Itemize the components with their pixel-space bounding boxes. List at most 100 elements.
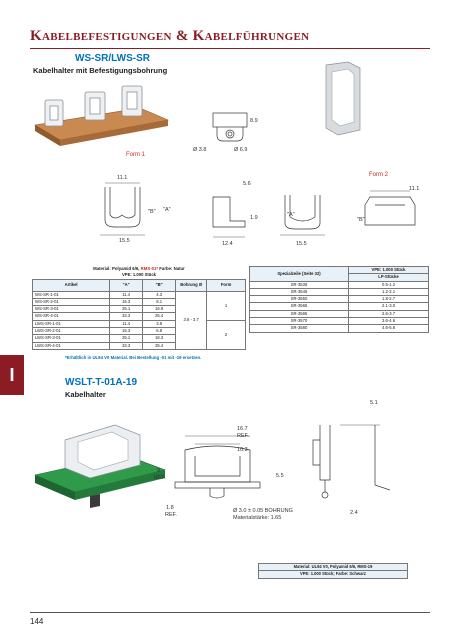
cell-range: 3.6-4.6 bbox=[348, 317, 429, 326]
table1-header-material: Material: Polyamid 6/6, bbox=[93, 266, 141, 271]
form1-label: Form 1 bbox=[126, 152, 146, 158]
cell-sr: SR-3565 bbox=[248, 309, 350, 319]
table1-vpe: VPE: 1.000 Stück bbox=[122, 272, 156, 278]
cell-a: 25.1 bbox=[109, 305, 144, 314]
cell-a: 16.3 bbox=[109, 327, 144, 336]
page-number: 144 bbox=[30, 617, 44, 626]
footer-rule bbox=[30, 612, 430, 613]
form2-label: Form 2 bbox=[369, 172, 389, 178]
article-table: Material: Polyamid 6/6, RMS-01* Farbe: N… bbox=[31, 266, 246, 350]
dim-ref-2: REF. bbox=[154, 475, 166, 481]
col-b: "B" bbox=[142, 278, 177, 292]
cell-range: 2.6-3.7 bbox=[348, 309, 429, 319]
cell-artikel: LWS-SR-3-01 bbox=[31, 334, 111, 343]
dim-b-left: "B" bbox=[148, 209, 156, 215]
table1-header-rms: RMS-01* bbox=[140, 266, 159, 271]
section-tab-i: I bbox=[0, 355, 24, 395]
cell-b: 3.8 bbox=[142, 319, 177, 329]
dim-5-6: 5.6 bbox=[243, 181, 251, 187]
cell-artikel: WS-SR-3-01 bbox=[31, 305, 111, 314]
technical-drawings-wslt bbox=[174, 424, 391, 499]
technical-drawings bbox=[100, 182, 416, 238]
col-bohrung: Bohrung Ø bbox=[175, 278, 208, 292]
cell-sr: SR-3565 bbox=[248, 302, 350, 311]
dim-9: 9 bbox=[157, 468, 161, 474]
dim-a-right: "A" bbox=[287, 212, 295, 218]
dim-1-8: 1.8 bbox=[166, 505, 174, 511]
dim-ref-3: REF. bbox=[165, 512, 177, 518]
cell-range: 1.8-2.7 bbox=[348, 295, 429, 304]
cell-b: 25.4 bbox=[142, 341, 177, 350]
product-photo-ws-sr bbox=[34, 85, 170, 146]
cell-a: 11.4 bbox=[109, 319, 144, 329]
dim-15-5-right: 15.5 bbox=[296, 241, 307, 247]
table1-footnote: *Erhältlich in UL94 V0 Material. Bei Bes… bbox=[65, 355, 202, 360]
table-row: LWS-SR-3-01 25.1 16.3 bbox=[31, 334, 246, 343]
cell-b: 6.8 bbox=[142, 327, 177, 336]
cell-form-1: 1 bbox=[206, 290, 246, 321]
dim-5-1: 5.1 bbox=[370, 400, 378, 406]
cell-artikel: LWS-SR-4-01 bbox=[31, 341, 111, 350]
dim-11-1-right: 11.1 bbox=[409, 186, 420, 192]
cell-artikel: WS-SR-1-01 bbox=[31, 290, 111, 299]
table-row: LWS-SR-1-01 11.4 3.8 2 bbox=[31, 319, 246, 350]
dim-10-3: 10.3 bbox=[237, 447, 248, 453]
col-a: "A" bbox=[109, 278, 144, 292]
cell-sr: SR-3545 bbox=[248, 287, 350, 297]
cell-range: 2.1-3.0 bbox=[348, 302, 429, 311]
dim-11-1-left: 11.1 bbox=[117, 175, 128, 181]
cell-artikel: LWS-SR-2-01 bbox=[31, 327, 111, 336]
cell-artikel: LWS-SR-1-01 bbox=[31, 319, 111, 329]
cell-artikel: WS-SR-4-01 bbox=[31, 312, 111, 321]
section1-subtitle: Kabelhalter mit Befestigungsbohrung bbox=[33, 66, 168, 75]
drawing-ring-tab bbox=[212, 112, 248, 142]
special-table: Spezialzeile (Seite 32) VPE: 1.000 Stück… bbox=[248, 265, 429, 333]
dim-b-right: "B" bbox=[357, 217, 365, 223]
cell-form-2: 2 bbox=[206, 319, 246, 350]
dim-15-5-left: 15.5 bbox=[119, 238, 130, 244]
section2-title: WSLT-T-01A-19 bbox=[65, 377, 138, 388]
page-title: Kabelbefestigungen & Kabelführungen bbox=[30, 28, 310, 44]
cell-range: 0.5-1.2 bbox=[348, 280, 429, 289]
cell-bohrung: 3.6 - 3.7 bbox=[175, 290, 208, 350]
dim-d-6-9: Ø 6.9 bbox=[234, 147, 248, 153]
table-row: WS-SR-1-01 11.4 4.3 3.6 - 3.7 1 bbox=[31, 290, 246, 350]
table1-header-color: Farbe: Natur bbox=[158, 266, 185, 271]
dim-a-left: "A" bbox=[163, 207, 171, 213]
table-row: LWS-SR-2-01 16.3 6.8 bbox=[31, 327, 246, 336]
cell-sr: SR-3550 bbox=[248, 295, 350, 304]
col-lp: LP-Stücke bbox=[348, 273, 429, 282]
cell-b: 16.3 bbox=[142, 334, 177, 343]
product-photo-clip bbox=[325, 61, 361, 136]
table-row: WS-SR-4-01 33.3 25.4 bbox=[31, 312, 246, 321]
dim-12-4: 12.4 bbox=[222, 241, 233, 247]
cell-sr: SR-3580 bbox=[248, 324, 350, 333]
dim-8-9: 8.9 bbox=[250, 118, 258, 124]
col-vpe: VPE: 1.000 Stück bbox=[348, 265, 429, 275]
col-form: Form bbox=[206, 278, 246, 292]
col-artikel: Artikel bbox=[31, 278, 111, 292]
cell-b: 8.1 bbox=[142, 297, 177, 307]
cell-sr: SR-3535 bbox=[248, 280, 350, 289]
product-photo-wslt bbox=[34, 424, 167, 508]
dim-d-3-8: Ø 3.8 bbox=[193, 147, 207, 153]
dim-5-5: 5.5 bbox=[276, 473, 284, 479]
cell-a: 33.3 bbox=[109, 341, 144, 350]
table2-header-row2: LP-Stücke bbox=[250, 273, 429, 282]
table1-header-row: Artikel "A" "B" Bohrung Ø Form bbox=[31, 278, 246, 292]
cell-range: 4.6-5.6 bbox=[348, 324, 429, 333]
cell-a: 11.4 bbox=[109, 290, 144, 299]
cell-b: 4.3 bbox=[142, 290, 177, 299]
cell-a: 25.1 bbox=[109, 334, 144, 343]
title-rule bbox=[30, 48, 430, 49]
table-row: WS-SR-3-01 25.1 16.9 bbox=[31, 305, 246, 314]
cell-artikel: WS-SR-2-01 bbox=[31, 297, 111, 307]
cell-range: 1.2-2.1 bbox=[348, 287, 429, 297]
cell-sr: SR-3570 bbox=[248, 317, 350, 326]
cell-b: 16.9 bbox=[142, 305, 177, 314]
